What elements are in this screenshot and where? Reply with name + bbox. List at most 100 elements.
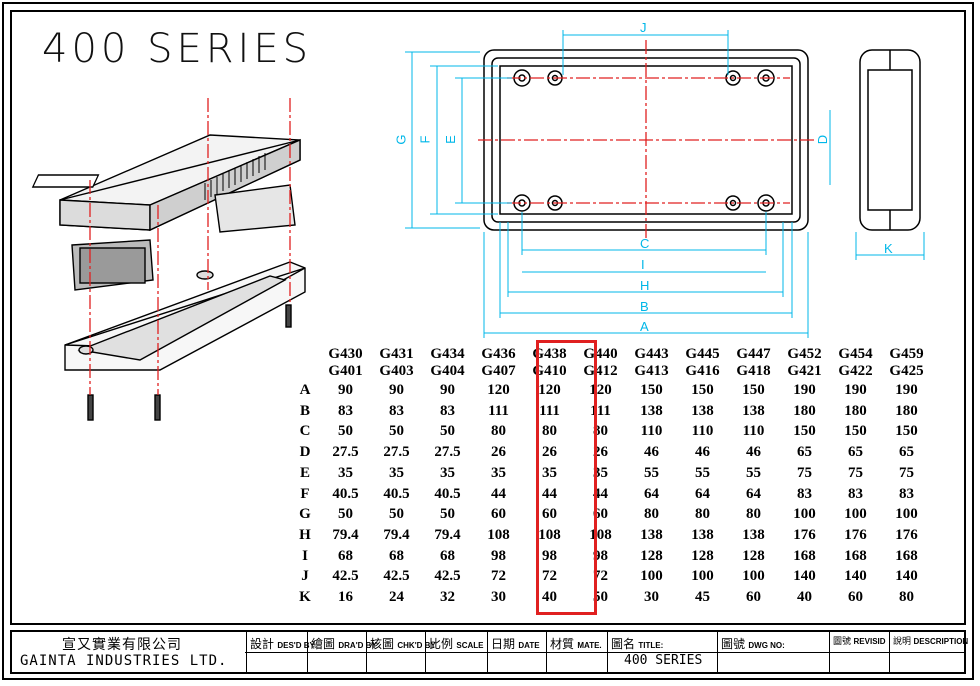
dim-label-k: K (884, 241, 893, 256)
dimension-value-cell: 180 (895, 402, 918, 419)
dimension-value-cell: 60 (746, 589, 761, 606)
dimension-value-cell: 50 (338, 423, 353, 440)
model-number-secondary: G416 (685, 363, 720, 379)
model-number-secondary: G422 (838, 363, 873, 379)
exploded-isometric-view (31, 134, 306, 421)
dimension-value-cell: 100 (640, 568, 663, 585)
dimension-value-cell: 35 (440, 464, 455, 481)
drawn-by-cell: 繪圖 DRA'D BY (308, 632, 377, 672)
dimension-value-cell: 60 (491, 506, 506, 523)
model-number-primary: G447 (736, 346, 771, 362)
model-number-secondary: G404 (430, 363, 465, 379)
designed-by-label-en: DES'D BY (277, 641, 315, 650)
dimension-value-cell: 80 (542, 423, 557, 440)
dimension-value-cell: 50 (389, 423, 404, 440)
dimension-value-cell: 150 (742, 382, 765, 398)
dimension-value-cell: 50 (338, 506, 353, 523)
checked-by-cell: 核圖 CHK'D BY (367, 632, 436, 672)
dimension-value-cell: 30 (491, 589, 506, 606)
dimension-value-cell: 128 (691, 547, 714, 564)
dimension-value-cell: 150 (895, 423, 918, 440)
dimension-row-label: C (299, 423, 311, 440)
dimension-value-cell: 150 (640, 382, 663, 398)
dimension-value-cell: 16 (338, 589, 353, 606)
title-label-cn: 圖名 (611, 637, 636, 651)
model-number-primary: G454 (838, 346, 873, 362)
model-number-primary: G430 (328, 346, 363, 362)
dimension-value-cell: 176 (844, 526, 867, 543)
dimension-value-cell: 55 (644, 464, 659, 481)
dimension-value-cell: 27.5 (383, 444, 410, 461)
dimension-row-label: E (299, 464, 310, 481)
revision-label-cn: 圖號 (833, 636, 852, 646)
model-number-primary: G452 (787, 346, 822, 362)
dimension-value-cell: 75 (848, 464, 863, 481)
exploded-centerlines (89, 98, 291, 395)
dimension-value-cell: 40.5 (332, 485, 359, 502)
model-number-secondary: G403 (379, 363, 414, 379)
dimension-value-cell: 35 (542, 464, 557, 481)
material-label-cn: 材質 (550, 637, 575, 651)
dimension-value-cell: 79.4 (434, 526, 461, 543)
dimension-value-cell: 64 (695, 485, 710, 502)
dimension-value-cell: 46 (644, 444, 659, 461)
revision-cell: 圖號 REVISID (830, 632, 890, 672)
dimension-value-cell: 100 (742, 568, 765, 585)
drawing-no-cell: 圖號 DWG NO: (718, 632, 830, 672)
dimension-value-cell: 168 (895, 547, 918, 564)
dimension-row-label: B (299, 402, 310, 419)
dimension-value-cell: 190 (793, 382, 816, 398)
dimension-value-cell: 68 (389, 547, 404, 564)
dimension-value-cell: 50 (440, 423, 455, 440)
table-corner-cell (290, 346, 320, 380)
date-label-en: DATE (518, 641, 540, 650)
model-number-primary: G431 (379, 346, 414, 362)
dimension-value-cell: 30 (644, 589, 659, 606)
dimension-value-cell: 83 (797, 485, 812, 502)
dimension-value-cell: 128 (742, 547, 765, 564)
dimension-value-cell: 128 (640, 547, 663, 564)
drawing-title-value: 400 SERIES (624, 653, 703, 668)
dimension-value-cell: 120 (538, 382, 561, 398)
title-block-divider (245, 652, 964, 653)
model-number-secondary: G413 (634, 363, 669, 379)
dimension-value-cell: 55 (746, 464, 761, 481)
dimension-value-cell: 83 (389, 402, 404, 419)
dimension-value-cell: 110 (640, 423, 663, 440)
dimension-value-cell: 79.4 (383, 526, 410, 543)
model-number-secondary: G425 (889, 363, 924, 379)
dimension-value-cell: 26 (542, 444, 557, 461)
model-number-primary: G434 (430, 346, 465, 362)
dimension-value-cell: 120 (487, 382, 510, 398)
dimension-value-cell: 72 (491, 568, 506, 585)
dimension-value-cell: 65 (848, 444, 863, 461)
model-number-secondary: G418 (736, 363, 771, 379)
revision-label-en: REVISID (853, 637, 886, 646)
dimension-value-cell: 72 (542, 568, 557, 585)
dimension-value-cell: 180 (844, 402, 867, 419)
dimension-value-cell: 64 (746, 485, 761, 502)
dimension-value-cell: 100 (793, 506, 816, 523)
dimension-value-cell: 111 (539, 402, 560, 419)
model-number-primary: G459 (889, 346, 924, 362)
dimension-value-cell: 176 (895, 526, 918, 543)
dimension-value-cell: 40 (797, 589, 812, 606)
dimension-value-cell: 40.5 (434, 485, 461, 502)
series-title: 400 SERIES (42, 26, 312, 72)
dim-label-i: I (641, 257, 645, 272)
dimension-value-cell: 68 (440, 547, 455, 564)
dimension-value-cell: 90 (338, 382, 353, 398)
model-number-primary: G438 (532, 346, 567, 362)
